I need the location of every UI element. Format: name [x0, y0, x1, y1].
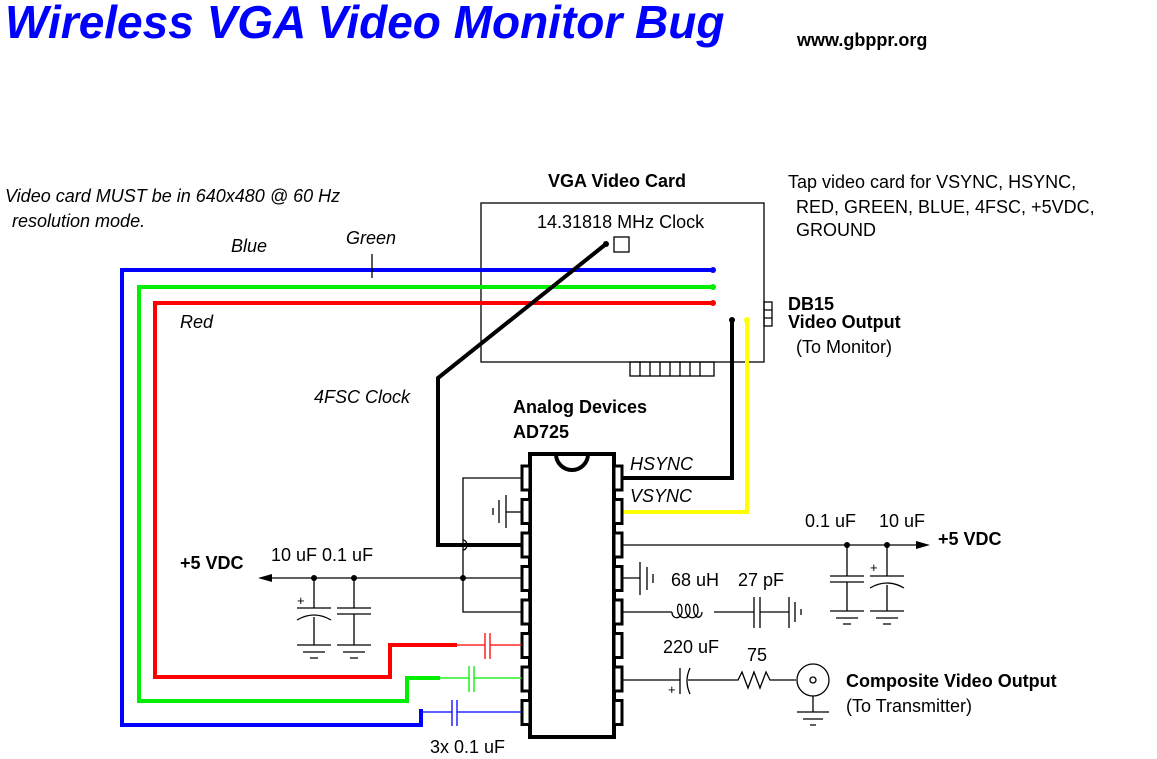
composite-output-label: Composite Video Output [846, 671, 1057, 691]
red-tap-dot [710, 300, 716, 306]
ground-icon [639, 562, 654, 595]
vsync-pin-label: VSYNC [630, 486, 693, 506]
db15-connector-icon [763, 301, 773, 327]
ic-pin-right [612, 665, 624, 693]
resistor-icon [728, 670, 796, 690]
edge-connector-icon [629, 361, 715, 377]
to-monitor-label: (To Monitor) [796, 337, 892, 357]
ad725-ic: Analog Devices AD725 HSYNC VSYNC [513, 397, 694, 739]
capacitor-icon [830, 545, 864, 625]
left-cap-labels: 10 uF 0.1 uF [271, 545, 373, 565]
ic-pin-right [612, 498, 624, 525]
right-supply-arrow-icon [916, 541, 930, 549]
ic-notch [554, 453, 590, 472]
video-card-outline [480, 202, 765, 363]
website-label: www.gbppr.org [796, 30, 927, 50]
clock-tap-dot [603, 241, 609, 247]
clock-wire [436, 242, 608, 547]
ic-body [528, 452, 616, 739]
ic-part-label: AD725 [513, 422, 569, 442]
blue-tap-dot [710, 267, 716, 273]
video-card-label: VGA Video Card [548, 171, 686, 191]
right-cap2-label: 10 uF [879, 511, 925, 531]
to-transmitter-label: (To Transmitter) [846, 696, 972, 716]
inductor-icon [671, 603, 703, 619]
ic-pin-right [612, 632, 624, 659]
left-supply-arrow-icon [258, 574, 272, 582]
clock-label: 14.31818 MHz Clock [537, 212, 705, 232]
right-supply-label: +5 VDC [938, 529, 1002, 549]
resolution-note-line2: resolution mode. [12, 211, 145, 231]
green-wire [137, 285, 713, 703]
rgb-caps-label: 3x 0.1 uF [430, 737, 505, 757]
right-cap1-label: 0.1 uF [805, 511, 856, 531]
output-cap-polarity: + [668, 682, 676, 697]
ground-icon [788, 597, 802, 628]
inductor-label: 68 uH [671, 570, 719, 590]
output-capacitor-icon [622, 667, 728, 695]
red-wire-label: Red [180, 312, 214, 332]
ic-pin-left [520, 498, 532, 525]
wire-crossover [462, 539, 468, 551]
page-title: Wireless VGA Video Monitor Bug [5, 0, 724, 48]
ic-pin-right [612, 699, 624, 726]
vga-video-card: VGA Video Card 14.31818 MHz Clock DB15 V… [480, 171, 901, 377]
hsync-tap-dot [729, 317, 735, 323]
ic-pin-left [520, 531, 532, 559]
green-coupling-capacitor-icon [440, 666, 522, 692]
electrolytic-capacitor-icon: + [296, 578, 332, 659]
ic-pins-right [612, 464, 624, 726]
tap-note-line3: GROUND [796, 220, 876, 240]
red-coupling-capacitor-icon [457, 633, 522, 659]
ic-pin-right [612, 598, 624, 626]
vsync-wire [622, 320, 749, 514]
blue-wire-label: Blue [231, 236, 267, 256]
rca-jack-icon [796, 663, 830, 726]
ic-pin-right [612, 565, 624, 592]
ground-icon [492, 495, 507, 528]
svg-text:+: + [297, 593, 305, 608]
electrolytic-capacitor-icon: + [869, 545, 905, 625]
resistor-label: 75 [747, 645, 767, 665]
clock-wire-label: 4FSC Clock [314, 387, 411, 407]
ic-pin-left [520, 565, 532, 592]
green-tap-dot [710, 284, 716, 290]
ic-pin-left [520, 632, 532, 659]
filter-cap-label: 27 pF [738, 570, 784, 590]
tap-note-line1: Tap video card for VSYNC, HSYNC, [788, 172, 1076, 192]
filter-capacitor-icon [714, 597, 789, 628]
hsync-wire [622, 320, 734, 480]
blue-wire [120, 268, 713, 727]
db15-label: DB15 [788, 294, 834, 314]
hsync-pin-label: HSYNC [630, 454, 694, 474]
svg-text:+: + [870, 560, 878, 575]
ic-pin-left [520, 665, 532, 693]
output-cap-label: 220 uF [663, 637, 719, 657]
red-wire [153, 301, 713, 679]
tap-note-line2: RED, GREEN, BLUE, 4FSC, +5VDC, [796, 197, 1095, 217]
ic-pin-right [612, 464, 624, 492]
green-wire-label: Green [346, 228, 396, 248]
left-supply-label: +5 VDC [180, 553, 244, 573]
capacitor-icon [337, 578, 371, 659]
ic-pin-left [520, 464, 532, 492]
video-output-label: Video Output [788, 312, 901, 332]
vsync-tap-dot [744, 317, 750, 323]
ic-pin-right [612, 531, 624, 559]
ic-pin-left [520, 598, 532, 626]
clock-chip-icon [613, 236, 630, 253]
pin1-to-supply-wire [462, 477, 522, 613]
junction-dot [460, 575, 466, 581]
ic-maker-label: Analog Devices [513, 397, 647, 417]
resolution-note-line1: Video card MUST be in 640x480 @ 60 Hz [5, 186, 340, 206]
blue-coupling-capacitor-icon [421, 700, 522, 726]
ic-pin-left [520, 699, 532, 726]
